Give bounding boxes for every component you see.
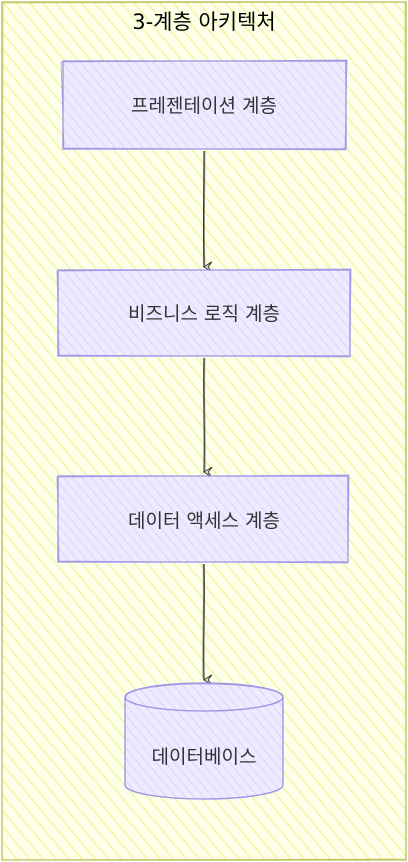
edge-data-access-to-database — [202, 563, 213, 686]
diagram-title: 3-계층 아키텍처 — [132, 10, 276, 34]
node-business-logic-layer: 비즈니스 로직 계층 — [56, 268, 352, 358]
edge-presentation-to-business — [202, 150, 213, 273]
edge-business-to-data-access — [203, 357, 213, 478]
node-data-access-layer: 데이터 액세스 계층 — [56, 474, 350, 564]
node-data-access-label: 데이터 액세스 계층 — [128, 510, 280, 532]
node-presentation-label: 프레젠테이션 계층 — [131, 95, 277, 117]
node-presentation-layer: 프레젠테이션 계층 — [60, 59, 348, 151]
node-business-label: 비즈니스 로직 계층 — [128, 303, 280, 325]
node-database: 데이터베이스 — [124, 682, 284, 800]
node-database-label: 데이터베이스 — [152, 746, 257, 768]
